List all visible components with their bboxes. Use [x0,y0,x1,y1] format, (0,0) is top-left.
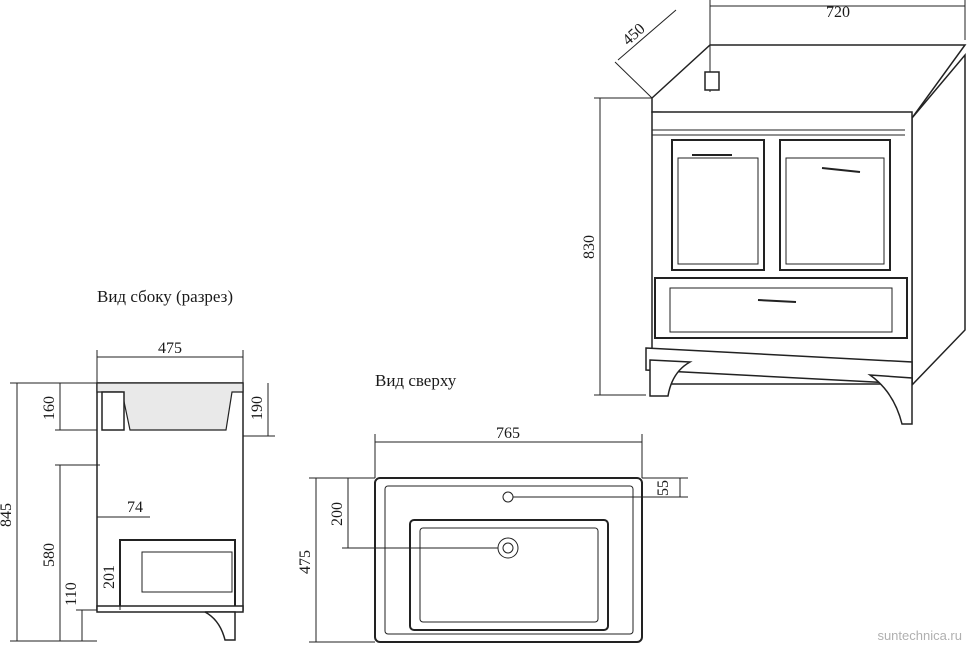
top-view [374,477,643,643]
right-door-handle [821,167,861,173]
dim-top-765: 765 [496,425,520,442]
dim-side-74: 74 [127,499,143,516]
side-dimensions: 475 845 160 190 580 110 74 201 [0,340,275,642]
drain-outer [497,537,519,559]
dim-side-201: 201 [101,565,118,589]
dim-side-190: 190 [249,396,266,420]
dim-side-160: 160 [41,396,58,420]
drawer [654,277,908,339]
perspective-view [645,44,967,425]
dim-side-475: 475 [158,340,182,357]
watermark: suntechnica.ru [877,628,962,643]
basin-outline [409,519,609,631]
side-view [96,382,244,641]
top-dimensions: 765 475 200 55 [297,425,688,643]
back-leg [867,374,913,425]
right-door [779,139,891,271]
dim-830: 830 [581,235,598,259]
dim-450: 450 [619,20,648,49]
dim-top-200: 200 [329,502,346,526]
front-leg [649,359,693,397]
faucet-hole [502,491,514,503]
dim-side-580: 580 [41,543,58,567]
dim-side-845: 845 [0,503,15,527]
dim-720: 720 [826,4,850,21]
dim-top-55: 55 [655,480,672,496]
dim-side-110: 110 [63,582,80,605]
drain-inner [502,542,514,554]
side-view-label: Вид сбоку (разрез) [97,287,233,306]
top-view-label: Вид сверху [375,371,457,390]
dim-top-475: 475 [297,550,314,574]
drawer-handle [757,299,797,303]
left-door [671,139,765,271]
side-leg [204,611,236,641]
